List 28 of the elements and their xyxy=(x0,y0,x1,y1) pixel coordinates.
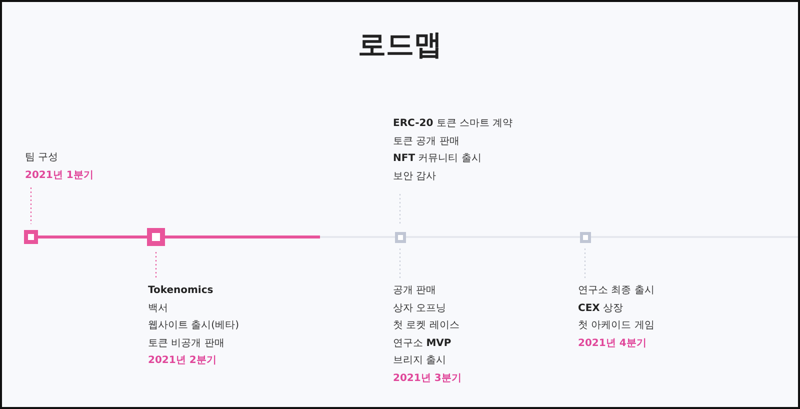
milestone-item: 토큰 공개 판매 xyxy=(393,136,460,148)
quarter-date: 2021년 1분기 xyxy=(25,170,94,182)
milestone-marker xyxy=(24,230,38,244)
title: 로드맵 xyxy=(357,27,443,63)
milestone-item: 연구소 최종 출시 xyxy=(578,285,654,297)
milestone-item: 연구소 MVP xyxy=(393,338,452,350)
milestone-item: 팀 구성 xyxy=(25,152,60,164)
milestone-item: CEX 상장 xyxy=(578,302,624,314)
milestone-item: 첫 아케이드 게임 xyxy=(578,320,654,332)
quarter-date: 2021년 2분기 xyxy=(148,355,218,367)
milestone-item: 보안 감사 xyxy=(393,170,438,182)
milestone-marker xyxy=(580,232,590,242)
dotted-connector xyxy=(30,187,32,224)
milestone-item: 공개 판매 xyxy=(393,285,438,297)
milestone-marker xyxy=(394,232,406,242)
milestone-item: ERC-20 토큰 스마트 계약 xyxy=(393,118,513,130)
milestone-item: 웹사이트 출시(베타) xyxy=(148,320,239,332)
milestone-item: NFT 커뮤니티 출시 xyxy=(393,153,482,165)
milestone-item: 첫 로켓 레이스 xyxy=(393,320,460,332)
milestone-item: Tokenomics xyxy=(148,285,214,297)
milestone-item: 상자 오프닝 xyxy=(393,302,448,314)
milestone-item: 토큰 비공개 판매 xyxy=(148,338,226,350)
milestone-item: 백서 xyxy=(148,302,169,314)
quarter-date: 2021년 4분기 xyxy=(578,338,648,350)
dotted-connector xyxy=(584,248,586,280)
milestone-marker xyxy=(147,228,165,246)
milestone-item: 브리지 출시 xyxy=(393,355,448,367)
quarter-date: 2021년 3분기 xyxy=(393,372,462,384)
